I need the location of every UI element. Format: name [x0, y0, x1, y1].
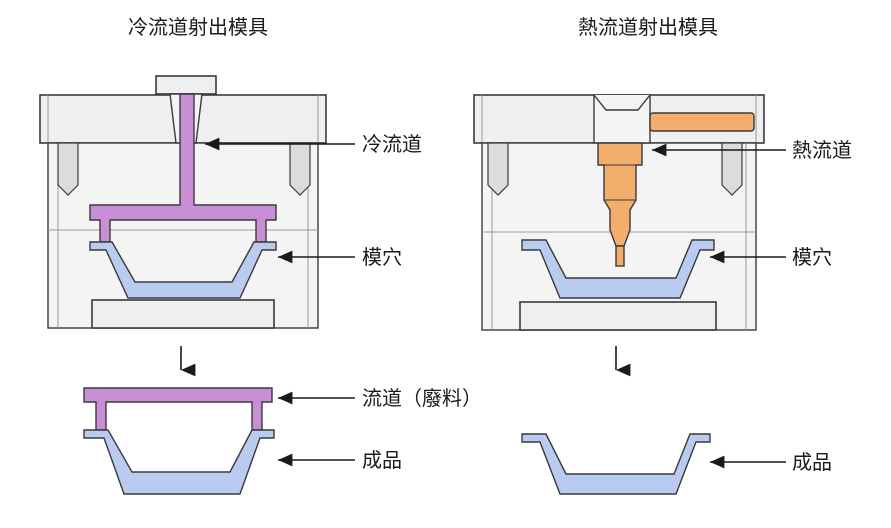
label-cold-product: 成品 — [362, 448, 402, 472]
label-hot-runner: 熱流道 — [792, 138, 852, 162]
cold-product-with-runner — [83, 387, 275, 495]
hot-mold-title: 熱流道射出模具 — [578, 15, 718, 39]
hot-product — [521, 433, 711, 495]
label-runner-waste: 流道（廢料） — [362, 386, 482, 410]
label-hot-product: 成品 — [792, 450, 832, 474]
hot-runner-mold — [473, 94, 765, 331]
cold-mold-title: 冷流道射出模具 — [128, 15, 268, 39]
label-cold-cavity: 模穴 — [362, 245, 402, 269]
label-cold-runner: 冷流道 — [362, 132, 422, 156]
cold-runner-mold — [39, 75, 327, 329]
label-hot-cavity: 模穴 — [792, 245, 832, 269]
